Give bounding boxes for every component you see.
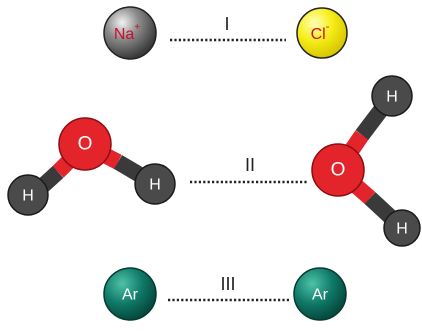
chloride-ion: Cl- xyxy=(296,7,348,59)
right-water-hydrogen-2: H xyxy=(383,209,421,247)
sodium-symbol: Na xyxy=(114,26,135,43)
svg-text:H: H xyxy=(149,177,161,194)
dispersion-label: III xyxy=(220,274,235,294)
sodium-charge: + xyxy=(134,22,140,33)
svg-text:O: O xyxy=(78,134,93,155)
svg-text:Na+: Na+ xyxy=(114,22,140,43)
left-water-hydrogen-2: H xyxy=(134,163,176,205)
left-water-hydrogen-1: H xyxy=(7,174,49,216)
svg-text:O: O xyxy=(331,160,346,181)
sodium-ion: Na+ xyxy=(103,6,157,60)
hydrogen-bond-label: II xyxy=(245,155,255,175)
argon-atom-left: Ar xyxy=(103,267,157,321)
argon-atom-right: Ar xyxy=(293,267,347,321)
argon-right-symbol: Ar xyxy=(312,287,329,304)
row-dispersion: Ar III Ar xyxy=(103,267,347,321)
svg-text:H: H xyxy=(386,89,398,106)
row-ionic: Na+ I Cl- xyxy=(103,6,348,60)
right-water-hydrogen-1: H xyxy=(371,75,413,117)
chloride-symbol: Cl xyxy=(311,26,326,43)
argon-left-symbol: Ar xyxy=(122,287,139,304)
left-water-oxygen: O xyxy=(58,117,112,171)
ionic-label: I xyxy=(224,14,229,34)
svg-text:H: H xyxy=(22,188,34,205)
row-hydrogen-bond: H H O II H H O xyxy=(7,75,421,247)
chloride-charge: - xyxy=(326,21,330,33)
right-water-oxygen: O xyxy=(311,143,365,197)
svg-text:H: H xyxy=(396,221,408,238)
svg-text:Cl-: Cl- xyxy=(311,21,330,43)
